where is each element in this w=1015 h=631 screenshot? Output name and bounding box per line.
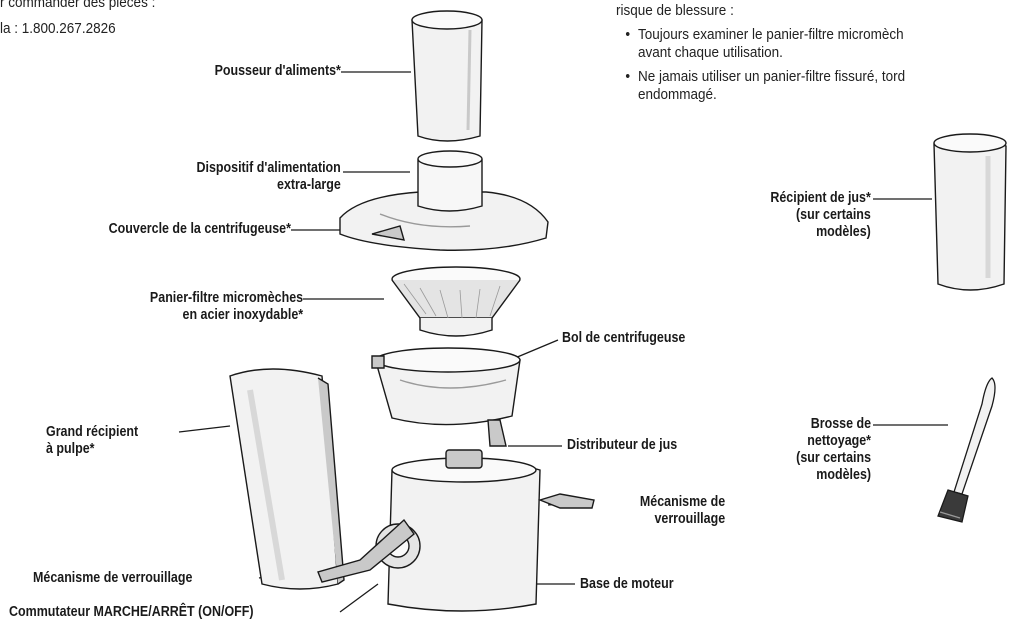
label-motor-base: Base de moteur xyxy=(580,576,674,592)
label-locking-mechanism-left: Mécanisme de verrouillage xyxy=(33,570,193,586)
label-filter-basket: Panier-filtre micromèches en acier inoxy… xyxy=(149,290,303,323)
warning-bullet-2-cont: endommagé. xyxy=(638,86,717,103)
juicer-cover-drawing xyxy=(339,150,549,251)
label-feed-tube: Dispositif d'alimentation extra-large xyxy=(196,160,341,193)
label-juice-jug: Récipient de jus* (sur certains modèles) xyxy=(770,190,871,240)
motor-base-drawing xyxy=(317,449,595,612)
leader-lines xyxy=(178,71,948,613)
warning-bullet-1: Toujours examiner le panier-filtre micro… xyxy=(625,26,903,44)
parts-order-text: r commander des pièces : xyxy=(0,0,156,11)
juicer-bowl-drawing xyxy=(371,347,521,447)
cleaning-brush-drawing xyxy=(937,377,996,523)
label-pulp-container: Grand récipient à pulpe* xyxy=(46,424,139,457)
parts-phone-number: la : 1.800.267.2826 xyxy=(0,20,116,37)
warning-intro: risque de blessure : xyxy=(616,2,734,19)
label-food-pusher: Pousseur d'aliments* xyxy=(214,63,341,79)
label-locking-mechanism-right: Mécanisme de verrouillage xyxy=(639,494,725,527)
warning-bullet-1-cont: avant chaque utilisation. xyxy=(638,44,783,61)
pulp-container-drawing xyxy=(229,368,345,590)
label-juicer-cover: Couvercle de la centrifugeuse* xyxy=(108,221,291,237)
juice-jug-drawing xyxy=(933,133,1007,291)
label-on-off-switch: Commutateur MARCHE/ARRÊT (ON/OFF) xyxy=(9,604,254,620)
filter-basket-drawing xyxy=(391,266,521,337)
label-cleaning-brush: Brosse de nettoyage* (sur certains modèl… xyxy=(796,416,871,483)
label-juicer-bowl: Bol de centrifugeuse xyxy=(562,330,686,346)
label-juice-spout: Distributeur de jus xyxy=(567,437,678,453)
warning-bullet-2: Ne jamais utiliser un panier-filtre fiss… xyxy=(625,68,905,86)
food-pusher-drawing xyxy=(411,10,483,142)
